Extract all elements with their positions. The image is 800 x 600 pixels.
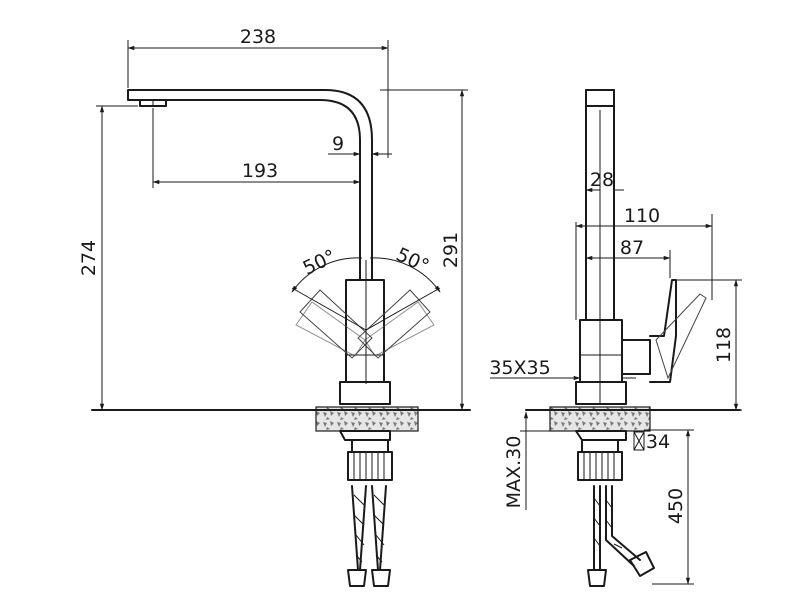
side-lever bbox=[621, 279, 677, 383]
dim-max-deck-thickness: MAX.30 bbox=[503, 436, 525, 509]
dim-spout-depth: 28 bbox=[590, 169, 614, 191]
side-lever-ghost bbox=[655, 293, 707, 380]
dim-lever-height: 118 bbox=[713, 327, 735, 363]
angle-arc-right bbox=[369, 257, 441, 293]
side-mounting-nut bbox=[577, 451, 623, 481]
dim-handle-swing-right: 50° bbox=[393, 243, 433, 277]
dim-spout-tube-width: 9 bbox=[332, 133, 344, 155]
angle-arc-left bbox=[291, 257, 363, 293]
dim-total-height: 291 bbox=[440, 232, 462, 268]
dim-handle-swing-left: 50° bbox=[300, 245, 340, 279]
side-spout-cap bbox=[585, 89, 615, 107]
dim-body-depth: 110 bbox=[624, 205, 660, 227]
handle-swing-ghost bbox=[295, 289, 435, 359]
side-shank-box bbox=[633, 431, 645, 451]
dim-hose-length: 450 bbox=[665, 488, 687, 524]
side-view bbox=[490, 89, 742, 587]
dim-body-section: 35X35 bbox=[489, 357, 550, 379]
front-view bbox=[91, 40, 471, 587]
shank-nut bbox=[339, 430, 391, 441]
spout-outline bbox=[127, 89, 373, 281]
dim-lever-reach: 87 bbox=[620, 237, 644, 259]
dim-shank-size: 34 bbox=[646, 431, 670, 453]
supply-hoses bbox=[347, 485, 391, 587]
mounting-nut bbox=[347, 451, 393, 481]
side-supply-hoses bbox=[587, 485, 655, 587]
body-base bbox=[339, 381, 391, 405]
side-body bbox=[579, 319, 623, 383]
dim-height-to-aerator: 274 bbox=[78, 240, 100, 276]
dim-spout-tip-offset: 193 bbox=[242, 160, 278, 182]
dim-spout-length: 238 bbox=[240, 26, 276, 48]
